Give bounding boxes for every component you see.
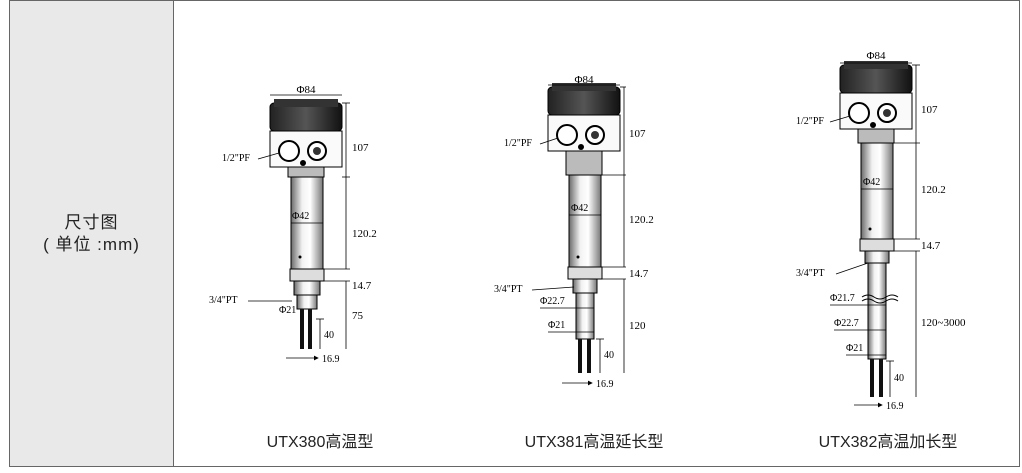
dim-port-top: 1/2"PF [504,138,532,149]
dim-head-h: 107 [921,104,938,116]
fork-tine [300,309,304,349]
spec-table-row: 尺寸图 ( 单位 :mm) [9,0,1020,467]
dim-tip-dia: Φ21 [279,305,296,316]
dim-nut-h: 14.7 [921,240,941,252]
dim-fork-h: 40 [894,373,904,384]
probe-body [860,142,894,240]
dim-port-bottom: 3/4"PT [796,268,825,279]
dim-fork-h: 40 [324,330,334,341]
dim-port-bottom: 3/4"PT [209,295,238,306]
drawing-utx381: Φ84 107 120.2 14.7 120 1/2"PF Φ42 3/4"PT… [494,74,654,390]
caption-utx380: UTX380高温型 [266,434,374,451]
dim-ext-h: 120 [629,320,646,332]
dim-head-dia: Φ84 [574,74,594,86]
gauge-icon [278,140,300,162]
dim-body-h: 120.2 [629,214,654,226]
caption-utx382: UTX382高温加长型 [818,434,958,451]
gauge-icon [556,124,578,146]
dim-body-dia: Φ42 [863,177,880,188]
drawing-utx382: Φ84 107 120.2 14.7 120~3000 1/2"PF Φ42 3… [796,50,966,412]
row-label-unit: ( 单位 :mm) [43,234,140,254]
dim-ext-dia: Φ22.7 [540,296,565,307]
fork-tine [870,359,874,397]
dim-fork-h: 40 [604,350,614,361]
dim-port-top: 1/2"PF [222,153,250,164]
dim-nut-h: 14.7 [629,268,649,280]
row-label-title: 尺寸图 [64,212,119,232]
dim-ext-h: 120~3000 [921,317,966,329]
housing-head [269,102,343,132]
drawings-cell: Φ84 107 120.2 14.7 75 1/2"PF Φ42 3/4"PT … [174,1,1019,466]
dim-head-h: 107 [629,128,646,140]
dim-nut-h: 14.7 [352,280,372,292]
dim-ext-dia1: Φ21.7 [830,293,855,304]
dim-ext-dia2: Φ22.7 [834,318,859,329]
dim-body-dia: Φ42 [571,203,588,214]
dim-body-dia: Φ42 [292,211,309,222]
dim-tip-dia: Φ21 [846,343,863,354]
dim-fork-w: 16.9 [886,401,904,412]
gauge-icon [848,102,870,124]
dim-tip-dia: Φ21 [548,320,565,331]
dimension-drawings: Φ84 107 120.2 14.7 75 1/2"PF Φ42 3/4"PT … [209,50,966,412]
dim-head-dia: Φ84 [296,84,316,96]
caption-utx381: UTX381高温延长型 [524,434,664,451]
dim-fork-w: 16.9 [322,354,340,365]
row-label-cell: 尺寸图 ( 单位 :mm) [10,1,174,466]
drawing-utx380: Φ84 107 120.2 14.7 75 1/2"PF Φ42 3/4"PT … [209,84,377,365]
dim-head-h: 107 [352,142,369,154]
dim-total-h: 75 [352,310,364,322]
fork-tine [578,339,582,373]
housing-head [547,86,621,116]
probe-body [568,174,602,268]
dim-head-dia: Φ84 [866,50,886,62]
dim-port-bottom: 3/4"PT [494,284,523,295]
housing-head [839,64,913,94]
dim-body-h: 120.2 [352,228,377,240]
dim-fork-w: 16.9 [596,379,614,390]
dim-body-h: 120.2 [921,184,946,196]
dim-port-top: 1/2"PF [796,116,824,127]
